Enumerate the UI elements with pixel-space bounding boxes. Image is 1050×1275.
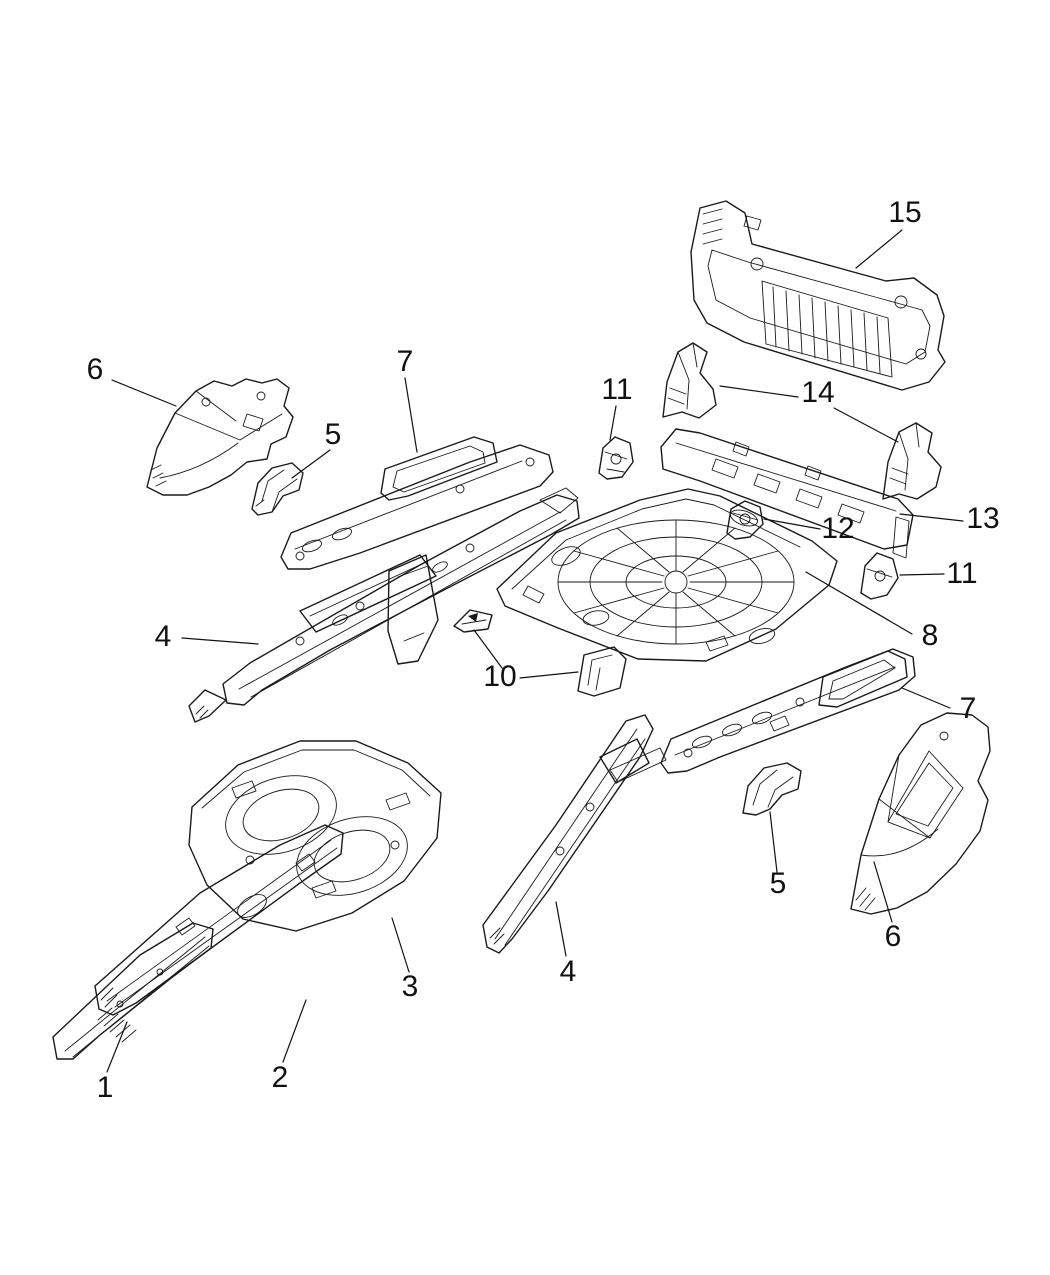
part-13-rear-crossmember-panel (660, 428, 914, 559)
leader-line-10-a (473, 629, 503, 669)
part-10-plates (453, 609, 627, 697)
part-7-crossmember-bottom (660, 648, 916, 774)
leader-line-14-b (833, 407, 899, 443)
part-15-rear-closure-panel (690, 200, 946, 391)
leader-line-2 (282, 999, 307, 1063)
leader-line-7-bottom (901, 687, 951, 709)
part-4-rail-left (188, 487, 580, 723)
leader-line-13 (899, 513, 964, 522)
leader-line-7-top (404, 377, 418, 453)
part-5-bracket-top (251, 462, 304, 516)
leader-line-1 (106, 1021, 128, 1073)
part-11-bracket-right (860, 552, 899, 600)
part-1-panel (52, 922, 214, 1060)
callout-5-top: 5 (325, 418, 342, 451)
leader-line-15 (855, 229, 903, 269)
part-14-bracket-right (882, 422, 942, 500)
callout-6-left: 6 (87, 353, 104, 386)
part-4-rail-right (482, 714, 667, 954)
leader-line-14-a (719, 385, 799, 398)
callout-5-bottom: 5 (770, 867, 787, 900)
callout-3: 3 (402, 970, 419, 1003)
part-12-bracket (726, 500, 764, 540)
leader-line-3 (391, 917, 410, 973)
callout-1: 1 (97, 1071, 114, 1104)
callout-7-top: 7 (397, 345, 414, 378)
leader-line-12 (763, 518, 821, 530)
leader-line-10-b (519, 671, 579, 679)
part-6-wheelhouse-left (146, 378, 294, 496)
callout-14: 14 (801, 376, 834, 409)
callout-6-right: 6 (885, 920, 902, 953)
callout-12: 12 (821, 512, 854, 545)
callout-2: 2 (272, 1061, 289, 1094)
part-11-bracket-left (598, 436, 634, 480)
callout-11-right: 11 (946, 557, 977, 590)
part-2-panel (94, 824, 344, 1016)
callout-15: 15 (888, 196, 921, 229)
leader-line-11-left (609, 405, 617, 441)
callout-11-left: 11 (601, 373, 632, 406)
callout-10: 10 (483, 660, 516, 693)
part-6-wheelhouse-right (850, 712, 991, 915)
part-8-rear-floor-pan (496, 488, 838, 662)
part-7-crossmember-top (280, 436, 554, 570)
leader-line-5-bottom (769, 811, 778, 873)
leader-line-6-left (111, 379, 177, 407)
part-5-bracket-bottom (742, 762, 802, 816)
leader-line-8 (805, 571, 913, 635)
callout-7-bottom: 7 (960, 692, 977, 725)
leader-line-11-right (899, 573, 945, 576)
callout-8: 8 (922, 619, 939, 652)
callout-labels: 1 2 3 4 4 5 5 6 6 7 7 8 10 11 11 12 13 1… (87, 196, 1000, 1104)
callout-4-right: 4 (560, 955, 577, 988)
leader-line-4-right (555, 901, 567, 957)
leader-line-4-left (181, 637, 259, 645)
callout-4-left: 4 (155, 620, 172, 653)
leader-lines (106, 229, 964, 1073)
callout-13: 13 (966, 502, 999, 535)
part-3-floor-pan (188, 740, 442, 932)
part-14-bracket-left (662, 342, 717, 419)
leader-line-5-top (291, 449, 331, 479)
leader-line-6-right (873, 861, 893, 923)
